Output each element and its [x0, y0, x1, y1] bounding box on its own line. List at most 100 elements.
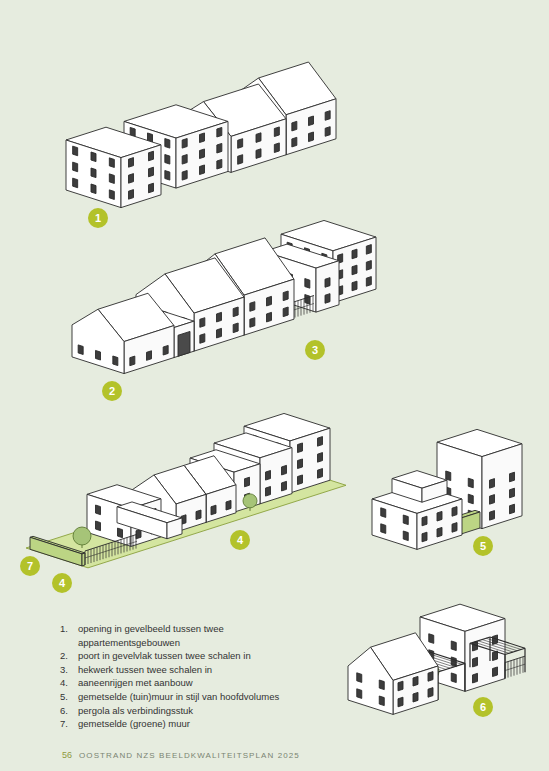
- building-wall: [286, 99, 336, 155]
- window: [78, 345, 83, 355]
- window: [325, 111, 330, 121]
- building-wall: [176, 121, 228, 188]
- callout-number: 7: [20, 556, 40, 576]
- window: [217, 328, 222, 338]
- window: [233, 307, 238, 317]
- window: [73, 162, 78, 172]
- window: [282, 465, 287, 475]
- window: [452, 507, 457, 517]
- fence-rail: [85, 541, 137, 558]
- list-text: hekwerk tussen twee schalen in: [78, 663, 326, 677]
- callout-number: 5: [473, 536, 493, 556]
- window: [163, 345, 168, 355]
- window: [318, 453, 323, 463]
- window: [398, 697, 403, 707]
- tree-crown: [73, 527, 91, 545]
- building-wall: [465, 619, 505, 692]
- building-wall: [206, 485, 236, 523]
- pergola-post: [469, 643, 470, 667]
- window: [217, 159, 222, 169]
- window: [165, 171, 170, 181]
- list-text: aaneenrijgen met aanbouw: [78, 676, 326, 690]
- callout-number-text: 4: [59, 573, 65, 593]
- window: [217, 143, 222, 153]
- window: [238, 139, 243, 149]
- fence-rail: [292, 295, 314, 302]
- window: [381, 524, 386, 534]
- window: [428, 688, 433, 698]
- window: [292, 137, 297, 147]
- list-text: pergola als verbindingsstuk: [78, 704, 326, 718]
- window: [422, 532, 427, 542]
- window: [357, 689, 362, 699]
- window: [325, 278, 330, 288]
- window: [451, 673, 456, 683]
- callout-number: 4: [230, 530, 250, 550]
- window: [357, 673, 362, 683]
- window: [91, 184, 96, 194]
- window: [256, 149, 261, 159]
- window: [510, 472, 515, 482]
- window: [250, 302, 255, 312]
- window: [200, 334, 205, 344]
- list-row: 3.hekwerk tussen twee schalen in: [60, 663, 328, 677]
- window: [196, 510, 201, 520]
- building-wall: [244, 279, 294, 335]
- building-wall: [316, 261, 339, 312]
- list-text: poort in gevelvlak tussen twee schalen i…: [78, 649, 326, 663]
- callout-number-text: 4: [237, 530, 243, 550]
- window: [282, 481, 287, 491]
- fence-rail: [505, 656, 525, 662]
- window: [130, 356, 135, 366]
- callout-number: 2: [102, 381, 122, 401]
- window: [366, 261, 371, 271]
- window: [267, 296, 272, 306]
- window: [490, 511, 495, 521]
- window: [274, 143, 279, 153]
- building-wall: [66, 140, 121, 208]
- building-wall: [422, 480, 447, 502]
- window: [292, 121, 297, 131]
- callout-number-text: 3: [312, 340, 318, 360]
- window: [298, 443, 303, 453]
- window: [298, 475, 303, 485]
- window: [182, 155, 187, 165]
- window: [147, 351, 152, 361]
- window: [129, 158, 134, 168]
- window: [165, 155, 170, 165]
- window: [422, 516, 427, 526]
- window: [182, 171, 187, 181]
- window: [428, 672, 433, 682]
- isometric-sketch: [372, 429, 522, 549]
- list-row: 6.pergola als verbindingsstuk: [60, 704, 328, 718]
- callout-number-text: 5: [480, 536, 486, 556]
- callout-number: 4: [52, 573, 72, 593]
- list-number: 7.: [60, 717, 78, 731]
- window: [238, 155, 243, 165]
- window: [91, 168, 96, 178]
- window: [245, 477, 250, 487]
- window: [325, 127, 330, 137]
- window: [226, 500, 231, 510]
- window: [217, 312, 222, 322]
- window: [403, 531, 408, 541]
- window: [96, 505, 101, 515]
- list-text: opening in gevelbeeld tussen twee appart…: [78, 622, 326, 649]
- window: [490, 495, 495, 505]
- window: [256, 133, 261, 143]
- fence-rail: [505, 664, 525, 670]
- window: [437, 511, 442, 521]
- pergola-post: [489, 637, 490, 661]
- building-wall: [392, 479, 422, 503]
- list-text: gemetselde (groene) muur: [78, 717, 326, 731]
- window: [325, 294, 330, 304]
- window: [129, 174, 134, 184]
- building-wall: [231, 119, 286, 173]
- window: [113, 356, 118, 366]
- window: [510, 488, 515, 498]
- window: [274, 127, 279, 137]
- building-wall: [372, 499, 417, 549]
- window: [451, 641, 456, 651]
- list-row: 2.poort in gevelvlak tussen twee schalen…: [60, 649, 328, 663]
